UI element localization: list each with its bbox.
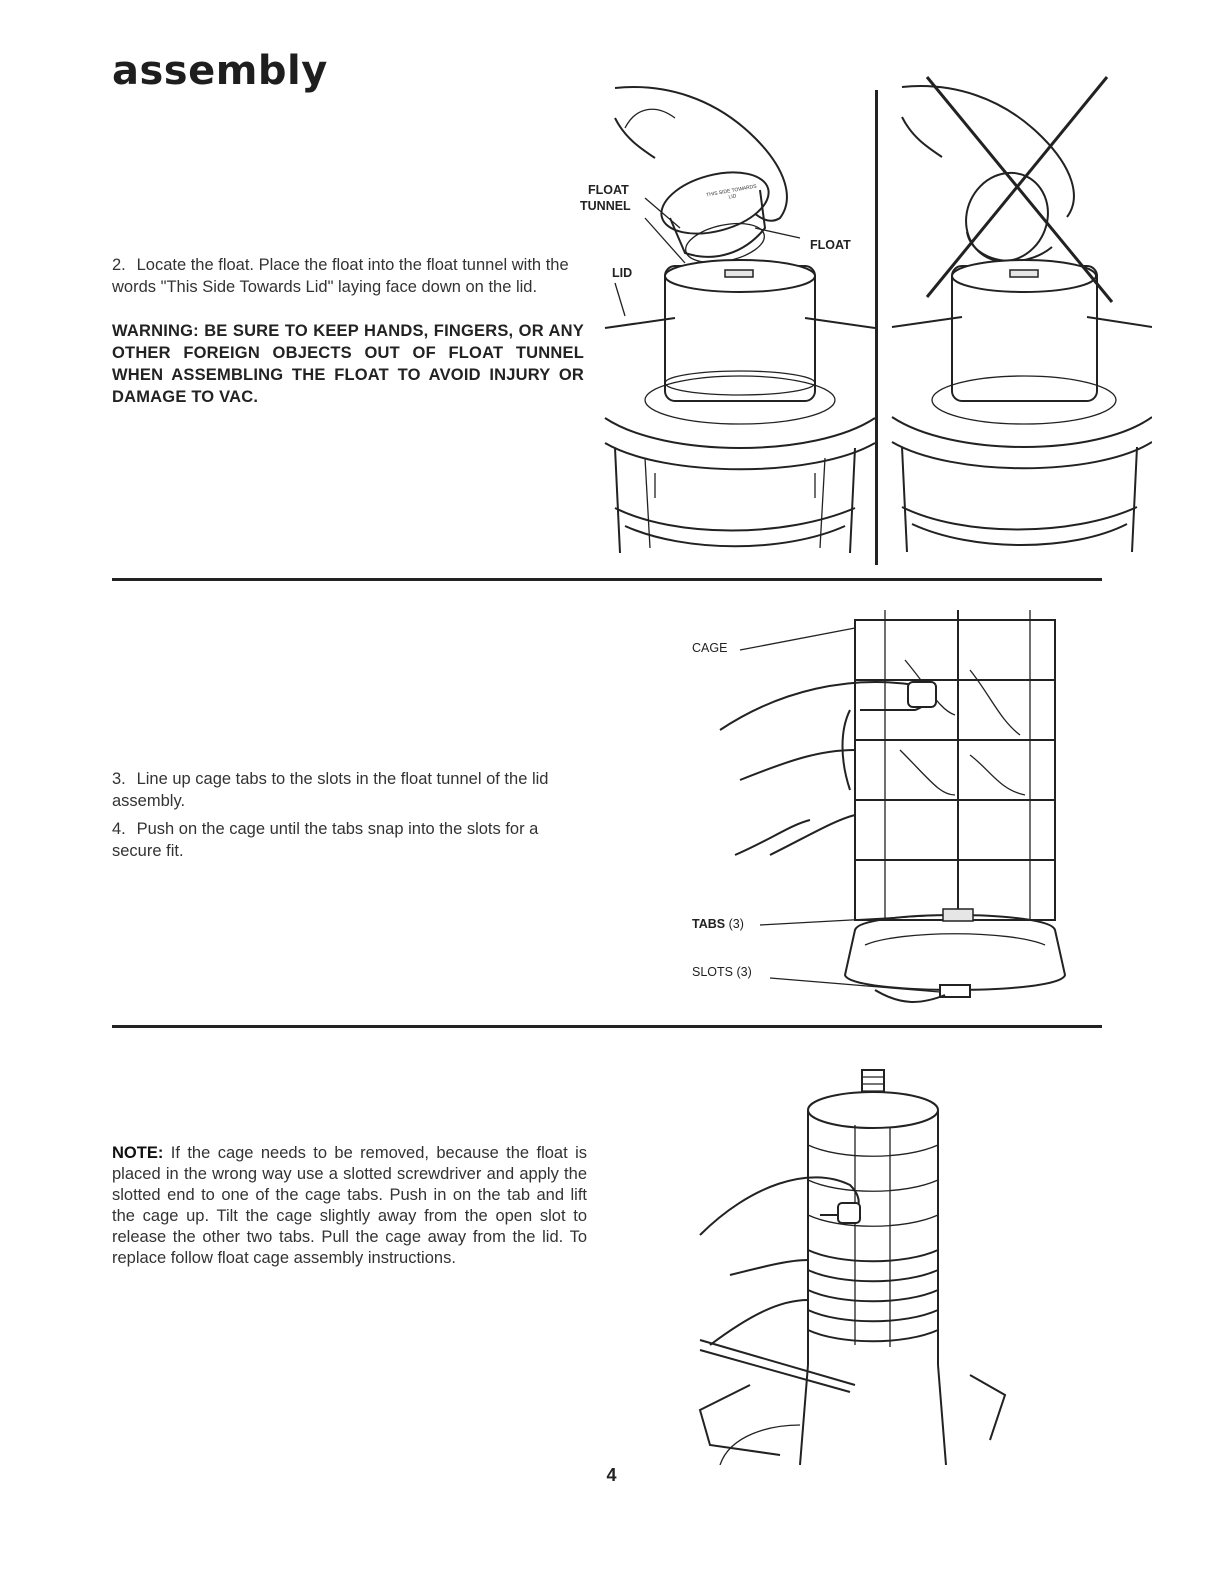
step-2-text: Locate the float. Place the float into t… <box>112 256 569 296</box>
step-4: 4. Push on the cage until the tabs snap … <box>112 818 587 862</box>
label-cage: CAGE <box>692 641 728 655</box>
label-float-tunnel-line1: FLOAT <box>588 183 629 197</box>
label-float-tunnel-line2: TUNNEL <box>580 199 631 213</box>
step-4-number: 4. <box>112 820 126 838</box>
label-tabs: TABS (3) <box>692 917 744 931</box>
incorrect-float-placement-illustration <box>891 76 1152 553</box>
page-title: assembly <box>112 48 328 94</box>
cage-removal-illustration <box>698 1069 1007 1465</box>
page-number: 4 <box>606 1465 617 1485</box>
note-text: If the cage needs to be removed, because… <box>112 1144 588 1267</box>
warning-text: WARNING: BE SURE TO KEEP HANDS, FINGERS,… <box>112 322 584 406</box>
step-4-text: Push on the cage until the tabs snap int… <box>112 820 539 860</box>
label-tabs-text: TABS <box>692 917 726 931</box>
section-divider-2 <box>112 1025 1102 1028</box>
step-3-number: 3. <box>112 770 126 788</box>
step-2-number: 2. <box>112 256 126 274</box>
label-slots-count: (3) <box>736 965 752 979</box>
step-3-text: Line up cage tabs to the slots in the fl… <box>112 770 549 810</box>
step-3: 3. Line up cage tabs to the slots in the… <box>112 768 587 812</box>
float-placement-illustration <box>604 86 875 554</box>
label-slots: SLOTS (3) <box>692 965 752 979</box>
section-divider-1 <box>112 578 1102 581</box>
label-tabs-count: (3) <box>728 917 744 931</box>
label-lid: LID <box>612 266 633 280</box>
label-slots-text: SLOTS <box>692 965 733 979</box>
note-lead: NOTE: <box>112 1144 164 1162</box>
cage-installation-illustration <box>719 610 1067 1003</box>
figure-divider <box>875 90 878 565</box>
step-2: 2. Locate the float. Place the float int… <box>112 254 582 298</box>
note-block: NOTE: If the cage needs to be removed, b… <box>112 1143 587 1269</box>
label-float: FLOAT <box>810 238 851 252</box>
